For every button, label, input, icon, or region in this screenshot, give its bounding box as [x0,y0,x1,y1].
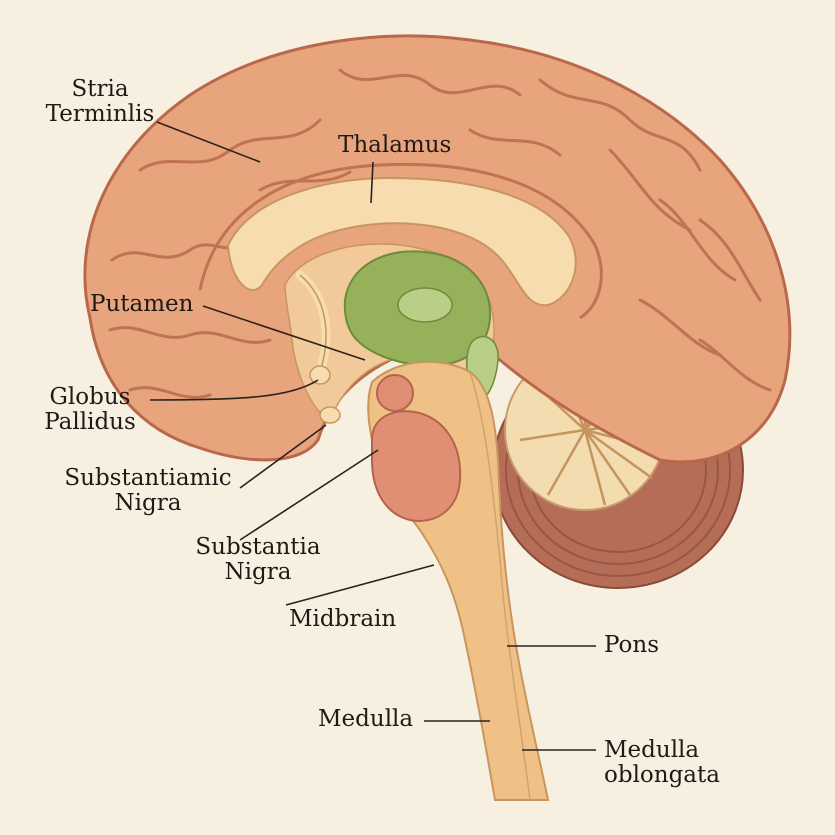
label-substantiamic-nigra-line1: Substantiamic [64,465,232,491]
leader-globus-pallidus [149,379,319,401]
leader-midbrain [285,564,435,606]
label-medulla-oblongata-line2: oblongata [604,762,720,788]
label-substantiamic-nigra: Substantiamic Nigra [58,466,238,516]
label-substantiamic-nigra-line2: Nigra [114,490,182,516]
leader-putamen [202,305,366,361]
label-substantia-nigra-line1: Substantia [195,534,321,560]
label-midbrain: Midbrain [289,606,397,632]
label-medulla: Medulla [318,706,414,732]
leader-stria-terminlis [156,121,261,163]
label-medulla-oblongata: Medulla oblongata [604,738,720,788]
label-stria-terminlis-line1: Stria [71,76,129,102]
label-globus-pallidus-line2: Pallidus [44,409,136,435]
leader-lines [149,121,596,751]
substantia-nigra-region [371,374,462,522]
label-substantia-nigra-line2: Nigra [224,559,292,585]
thalamus [343,250,499,401]
label-stria-terminlis: Stria Terminlis [40,77,160,127]
label-thalamus: Thalamus [338,132,452,158]
label-putamen: Putamen [90,291,194,317]
label-medulla-oblongata-line1: Medulla [604,737,700,763]
leader-substantia-nigra [239,449,379,541]
label-globus-pallidus: Globus Pallidus [30,385,150,435]
label-stria-terminlis-line2: Terminlis [45,101,155,127]
basal-nuclei [309,365,341,424]
leader-substantiamic-nigra [239,424,327,489]
leader-thalamus [370,161,374,204]
label-substantia-nigra: Substantia Nigra [188,535,328,585]
label-pons: Pons [604,632,660,658]
label-globus-pallidus-line1: Globus [49,384,131,410]
corpus-callosum [226,176,577,307]
